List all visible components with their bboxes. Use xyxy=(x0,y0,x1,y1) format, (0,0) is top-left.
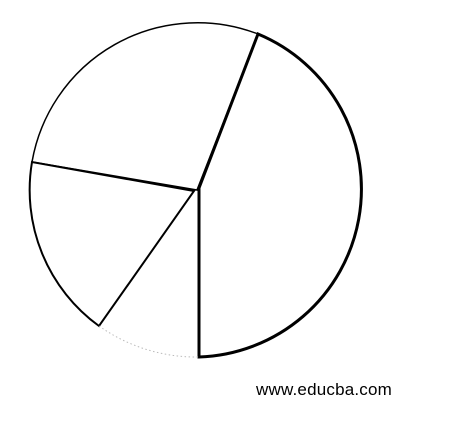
watermark-text: www.educba.com xyxy=(256,380,393,399)
pie-segment-bottom-gap-arc xyxy=(98,325,200,358)
pie-segment-lower-left xyxy=(28,160,196,328)
pie-segment-top-left xyxy=(31,21,259,191)
pie-segment-right xyxy=(197,32,363,359)
